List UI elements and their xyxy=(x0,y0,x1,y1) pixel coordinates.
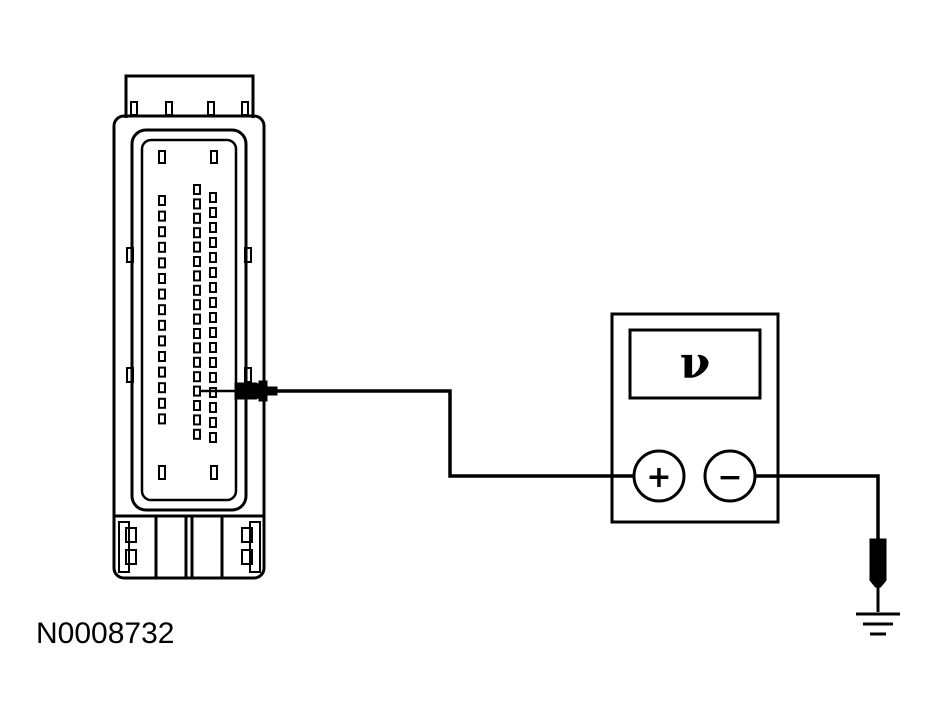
side-latch-left-upper xyxy=(126,247,134,263)
side-latch-left-lower xyxy=(126,367,134,383)
pin-cavity xyxy=(209,432,217,443)
pin-cavity xyxy=(193,385,201,397)
latch-pins xyxy=(130,101,249,116)
pin-cavity xyxy=(209,237,217,248)
probe-tip-icon xyxy=(234,382,278,400)
pin-cavity xyxy=(158,210,166,222)
pin-cavity xyxy=(209,387,217,398)
bottom-guides xyxy=(114,514,264,580)
test-lead-negative xyxy=(755,474,887,612)
pin-cavity xyxy=(209,192,217,203)
pin-cavity xyxy=(193,184,201,195)
pin-cavity xyxy=(209,357,217,368)
pin-cavity xyxy=(193,270,201,282)
pin-cavity xyxy=(193,227,201,239)
connector-module xyxy=(112,74,266,580)
pin-cavity xyxy=(209,312,217,323)
pin-cavity xyxy=(193,198,201,210)
voltmeter-symbol: ν xyxy=(680,338,711,389)
pin-cavity xyxy=(158,397,166,409)
pin-cavity xyxy=(158,150,166,164)
ground-probe-icon xyxy=(869,538,887,588)
pin-cavity xyxy=(158,413,166,425)
pin-cavity xyxy=(193,241,201,253)
pin-cavity xyxy=(193,428,201,440)
pin-cavity xyxy=(209,402,217,413)
pin-cavity xyxy=(158,288,166,300)
pin-cavity xyxy=(158,273,166,284)
pin-cavity xyxy=(209,267,217,278)
pin-cavity xyxy=(158,382,166,394)
pin-cavity xyxy=(209,222,217,233)
pin-cavity xyxy=(193,313,201,325)
pin-cavity xyxy=(193,400,201,411)
side-latch-right-lower xyxy=(244,367,252,383)
connector-housing xyxy=(112,114,266,580)
figure-id: N0008732 xyxy=(36,617,175,650)
test-lead-positive xyxy=(200,380,634,478)
voltmeter-display xyxy=(628,328,762,400)
positive-terminal-icon xyxy=(632,449,686,503)
pin-cavity xyxy=(193,299,201,311)
voltmeter-body xyxy=(610,312,780,524)
pin-cavity xyxy=(158,366,166,378)
side-latch-right-upper xyxy=(244,247,252,263)
pin-cavity xyxy=(193,371,201,383)
pin-cavity xyxy=(158,351,166,362)
pin-cavity xyxy=(210,465,218,480)
pin-cavity xyxy=(209,342,217,353)
pin-cavities xyxy=(158,150,218,480)
pin-cavity xyxy=(209,282,217,293)
pin-cavity xyxy=(209,297,217,308)
pin-cavity xyxy=(209,207,217,218)
pin-cavity xyxy=(158,335,166,347)
ground-icon xyxy=(856,612,900,636)
pin-cavity xyxy=(158,241,166,253)
pin-cavity xyxy=(193,212,201,224)
pin-cavity xyxy=(193,356,201,368)
pin-cavity xyxy=(193,414,201,426)
connector-face xyxy=(130,128,248,512)
pin-cavity xyxy=(209,417,217,428)
pin-cavity xyxy=(158,226,166,238)
pin-cavity xyxy=(193,256,201,267)
pin-cavity xyxy=(158,465,166,480)
pin-cavity xyxy=(209,327,217,338)
pin-cavity xyxy=(193,284,201,296)
pin-cavity xyxy=(158,304,166,316)
negative-terminal-label: − xyxy=(717,460,742,495)
pin-cavity xyxy=(158,319,166,331)
positive-terminal-label: + xyxy=(646,460,671,495)
pin-cavity xyxy=(193,342,201,354)
pin-cavity xyxy=(158,195,166,206)
pin-cavity xyxy=(158,257,166,269)
pin-cavity xyxy=(209,252,217,263)
pin-cavity xyxy=(209,372,217,383)
pin-cavity xyxy=(210,150,218,164)
pin-cavity xyxy=(193,328,201,339)
